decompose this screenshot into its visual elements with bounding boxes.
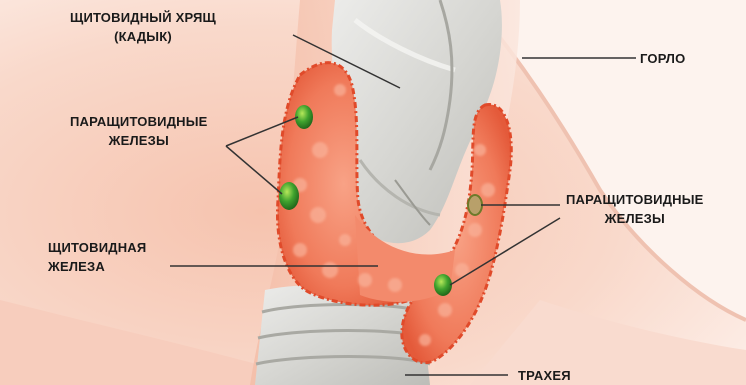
parathyroid-left-lower (279, 182, 299, 210)
label-trachea: ТРАХЕЯ (518, 366, 571, 385)
label-parathyroid-right-line2: ЖЕЛЕЗЫ (566, 209, 704, 228)
label-thyroid-gland: ЩИТОВИДНАЯ ЖЕЛЕЗА (48, 238, 146, 276)
label-thyroid-gland-line1: ЩИТОВИДНАЯ (48, 238, 146, 257)
label-throat: ГОРЛО (640, 49, 685, 68)
label-thyroid-cartilage: ЩИТОВИДНЫЙ ХРЯЩ (КАДЫК) (70, 8, 216, 46)
label-thyroid-cartilage-line2: (КАДЫК) (70, 27, 216, 46)
label-thyroid-cartilage-line1: ЩИТОВИДНЫЙ ХРЯЩ (70, 8, 216, 27)
parathyroid-right-upper (468, 195, 482, 215)
label-parathyroid-left: ПАРАЩИТОВИДНЫЕ ЖЕЛЕЗЫ (70, 112, 208, 150)
label-parathyroid-right-line1: ПАРАЩИТОВИДНЫЕ (566, 190, 704, 209)
label-thyroid-gland-line2: ЖЕЛЕЗА (48, 257, 146, 276)
parathyroid-right-lower (434, 274, 452, 296)
label-parathyroid-left-line2: ЖЕЛЕЗЫ (70, 131, 208, 150)
label-parathyroid-left-line1: ПАРАЩИТОВИДНЫЕ (70, 112, 208, 131)
label-parathyroid-right: ПАРАЩИТОВИДНЫЕ ЖЕЛЕЗЫ (566, 190, 704, 228)
